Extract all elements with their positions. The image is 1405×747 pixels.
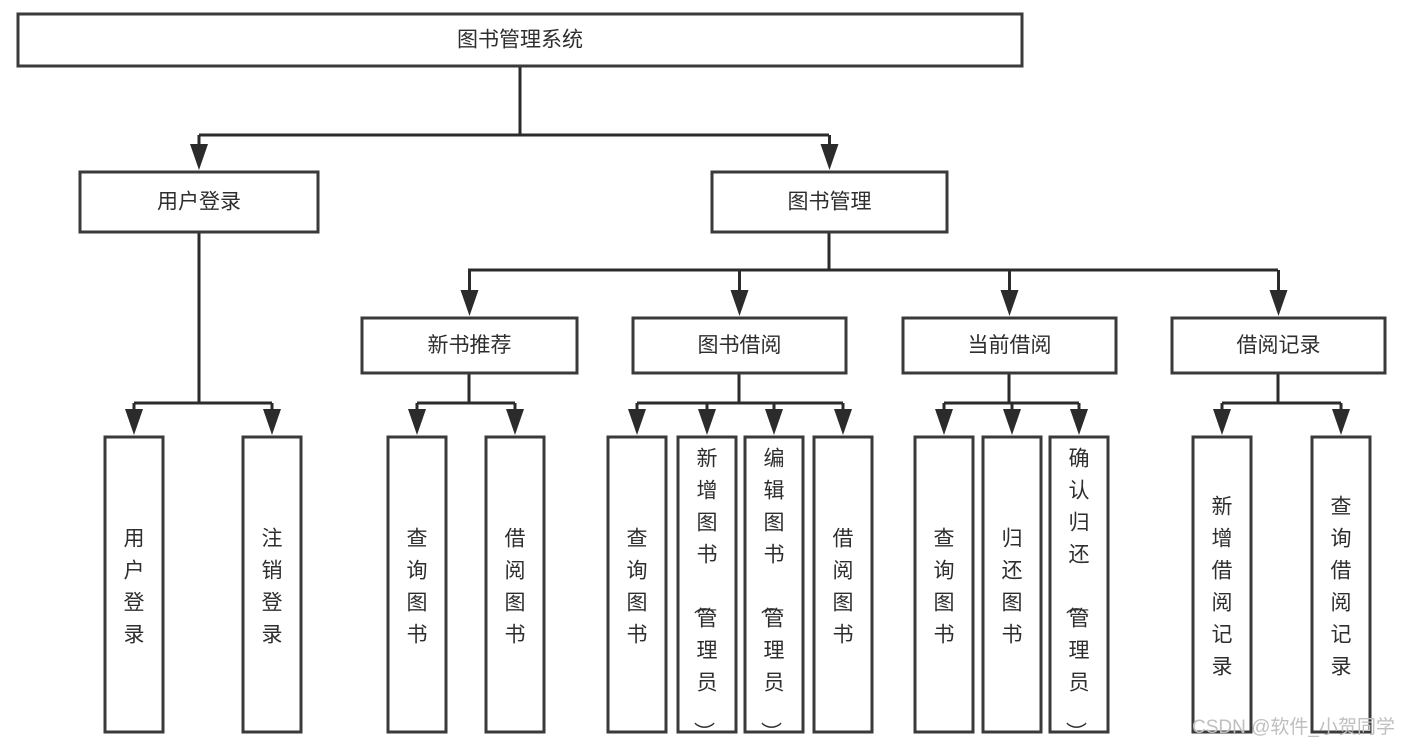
connector-bus-book-borrow	[637, 373, 843, 405]
node-leaf-user-logout[interactable]: 注销登录	[241, 435, 303, 734]
node-label-leaf-add-borrow-record: 新增借阅记录	[1212, 495, 1233, 678]
edge-book-manage-to-current-borrow	[1000, 270, 1019, 316]
edge-current-borrow-to-leaf-confirm-return-admin	[1070, 403, 1088, 435]
node-leaf-query-book-recommend[interactable]: 查询图书	[386, 435, 448, 734]
node-leaf-add-book-admin[interactable]: 新增图书（管理员）	[676, 435, 738, 742]
connector-bus-new-book	[417, 373, 515, 405]
node-book-borrow[interactable]: 图书借阅	[631, 316, 848, 375]
node-label-leaf-add-book-admin: 新增图书（管理员）	[692, 447, 718, 742]
node-box-leaf-edit-book-admin[interactable]	[743, 435, 805, 734]
node-box-leaf-query-borrow-record[interactable]	[1310, 435, 1372, 734]
node-leaf-add-borrow-record[interactable]: 新增借阅记录	[1191, 435, 1253, 734]
edge-book-manage-to-book-borrow	[730, 270, 749, 316]
connector-bus-book-manage	[468, 232, 1278, 272]
node-label-book-borrow: 图书借阅	[698, 334, 782, 357]
connector-bus-root	[199, 66, 829, 137]
node-root[interactable]: 图书管理系统	[16, 12, 1024, 68]
node-leaf-user-login[interactable]: 用户登录	[103, 435, 165, 734]
node-user-login[interactable]: 用户登录	[78, 170, 320, 234]
node-label-leaf-user-logout: 注销登录	[262, 527, 283, 646]
node-label-leaf-edit-book-admin: 编辑图书（管理员）	[759, 447, 785, 742]
connector-bus-user-login	[134, 232, 272, 405]
node-label-new-book-recommend: 新书推荐	[428, 334, 512, 357]
node-leaf-query-book-borrow[interactable]: 查询图书	[606, 435, 668, 734]
node-label-leaf-borrow-book-recommend: 借阅图书	[505, 527, 526, 646]
node-box-leaf-borrow-book-recommend[interactable]	[484, 435, 546, 734]
edge-book-borrow-to-leaf-query-book-borrow	[628, 403, 646, 435]
node-box-leaf-borrow-book-borrow[interactable]	[812, 435, 874, 734]
node-box-book-borrow[interactable]	[631, 316, 848, 375]
edge-current-borrow-to-leaf-return-book	[1003, 403, 1021, 435]
node-leaf-return-book[interactable]: 归还图书	[981, 435, 1043, 734]
node-label-leaf-query-book-borrow: 查询图书	[627, 527, 648, 646]
node-label-leaf-borrow-book-borrow: 借阅图书	[833, 527, 854, 646]
node-box-root[interactable]	[16, 12, 1024, 68]
node-book-manage[interactable]: 图书管理	[710, 170, 949, 234]
node-label-leaf-user-login: 用户登录	[124, 527, 145, 646]
node-label-leaf-return-book: 归还图书	[1002, 527, 1023, 646]
node-box-leaf-user-login[interactable]	[103, 435, 165, 734]
node-box-leaf-user-logout[interactable]	[241, 435, 303, 734]
node-leaf-query-borrow-record[interactable]: 查询借阅记录	[1310, 435, 1372, 734]
node-box-leaf-query-book-current[interactable]	[913, 435, 975, 734]
node-box-leaf-return-book[interactable]	[981, 435, 1043, 734]
connector-bus-current-borrow	[944, 373, 1079, 405]
node-leaf-edit-book-admin[interactable]: 编辑图书（管理员）	[743, 435, 805, 742]
node-label-current-borrow: 当前借阅	[968, 334, 1052, 357]
nodes-layer: 图书管理系统用户登录图书管理新书推荐图书借阅当前借阅借阅记录用户登录注销登录查询…	[16, 12, 1387, 742]
edge-root-to-user-login	[190, 135, 208, 170]
node-label-leaf-query-book-current: 查询图书	[934, 527, 955, 646]
node-label-borrow-record: 借阅记录	[1237, 334, 1321, 357]
node-leaf-borrow-book-borrow[interactable]: 借阅图书	[812, 435, 874, 734]
csdn-watermark: CSDN @软件_小贺同学	[1192, 716, 1395, 738]
connectors-layer	[125, 66, 1350, 435]
edge-user-login-to-leaf-user-logout	[263, 403, 281, 435]
edge-book-manage-to-new-book-recommend	[460, 270, 479, 316]
edge-borrow-record-to-leaf-query-borrow-record	[1332, 403, 1350, 435]
node-label-user-login: 用户登录	[157, 191, 241, 214]
edge-book-manage-to-borrow-record	[1269, 270, 1288, 316]
node-label-root: 图书管理系统	[457, 29, 583, 52]
node-current-borrow[interactable]: 当前借阅	[901, 316, 1118, 375]
node-leaf-confirm-return-admin[interactable]: 确认归还（管理员）	[1048, 435, 1110, 742]
node-box-leaf-add-book-admin[interactable]	[676, 435, 738, 734]
connector-bus-borrow-record	[1222, 373, 1341, 405]
edge-book-borrow-to-leaf-borrow-book-borrow	[834, 403, 852, 435]
node-borrow-record[interactable]: 借阅记录	[1170, 316, 1387, 375]
node-box-leaf-confirm-return-admin[interactable]	[1048, 435, 1110, 734]
edge-book-borrow-to-leaf-edit-book-admin	[765, 403, 783, 435]
node-leaf-borrow-book-recommend[interactable]: 借阅图书	[484, 435, 546, 734]
node-box-user-login[interactable]	[78, 170, 320, 234]
node-label-leaf-query-book-recommend: 查询图书	[407, 527, 428, 646]
node-box-leaf-add-borrow-record[interactable]	[1191, 435, 1253, 734]
edge-borrow-record-to-leaf-add-borrow-record	[1213, 403, 1231, 435]
node-label-book-manage: 图书管理	[788, 191, 872, 214]
node-box-borrow-record[interactable]	[1170, 316, 1387, 375]
node-box-leaf-query-book-recommend[interactable]	[386, 435, 448, 734]
node-box-new-book-recommend[interactable]	[360, 316, 579, 375]
node-label-leaf-confirm-return-admin: 确认归还（管理员）	[1064, 447, 1090, 742]
node-box-leaf-query-book-borrow[interactable]	[606, 435, 668, 734]
edge-book-borrow-to-leaf-add-book-admin	[698, 403, 716, 435]
node-new-book-recommend[interactable]: 新书推荐	[360, 316, 579, 375]
edge-current-borrow-to-leaf-query-book-current	[935, 403, 953, 435]
edge-root-to-book-manage	[820, 135, 839, 170]
node-box-current-borrow[interactable]	[901, 316, 1118, 375]
edge-user-login-to-leaf-user-login	[125, 403, 143, 435]
node-box-book-manage[interactable]	[710, 170, 949, 234]
edge-new-book-recommend-to-leaf-borrow-book-recommend	[506, 403, 524, 435]
edge-new-book-recommend-to-leaf-query-book-recommend	[408, 403, 426, 435]
node-label-leaf-query-borrow-record: 查询借阅记录	[1331, 495, 1352, 678]
node-leaf-query-book-current[interactable]: 查询图书	[913, 435, 975, 734]
